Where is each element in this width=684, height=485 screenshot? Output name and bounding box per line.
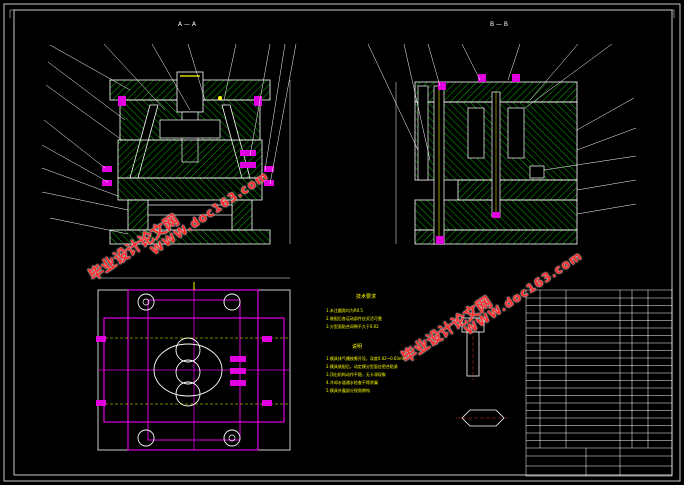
notes-line-1: 1.未注圆角均为R0.5: [326, 307, 363, 313]
sheet-inner-border: [13, 9, 673, 476]
section-view-b: [367, 43, 637, 245]
section-label-left: A — A: [178, 21, 197, 28]
notes-line-8: 5.模具外露部分锐角倒钝: [326, 387, 370, 393]
section-label-right: B — B: [490, 21, 508, 28]
notes-line-2: 2.装配后各运动部件应灵活可靠: [326, 315, 382, 321]
parts-list-table: [525, 289, 673, 477]
section-view-a: [41, 43, 297, 245]
notes-line-3: 3.分型面贴合间隙不大于0.02: [326, 323, 379, 329]
sheet-frame: [3, 3, 681, 482]
detail-part: [456, 312, 510, 427]
corner-marks: [9, 9, 675, 18]
notes-title-1: 技术要求: [356, 293, 376, 300]
plan-view: [96, 277, 291, 451]
notes-title-2: 说明: [352, 343, 362, 350]
notes-line-4: 1.模具排气槽按需开设，深度0.02~0.03mm: [326, 355, 407, 361]
notes-line-7: 4.冷却水道通水检查不得渗漏: [326, 379, 378, 385]
notes-line-6: 3.顶出机构动作平稳，无卡滞现象: [326, 371, 386, 377]
technical-notes: 技术要求 1.未注圆角均为R0.5 2.装配后各运动部件应灵活可靠 3.分型面贴…: [326, 293, 407, 393]
notes-line-5: 2.模具装配后，动定模分型面应密合贴紧: [326, 363, 398, 369]
